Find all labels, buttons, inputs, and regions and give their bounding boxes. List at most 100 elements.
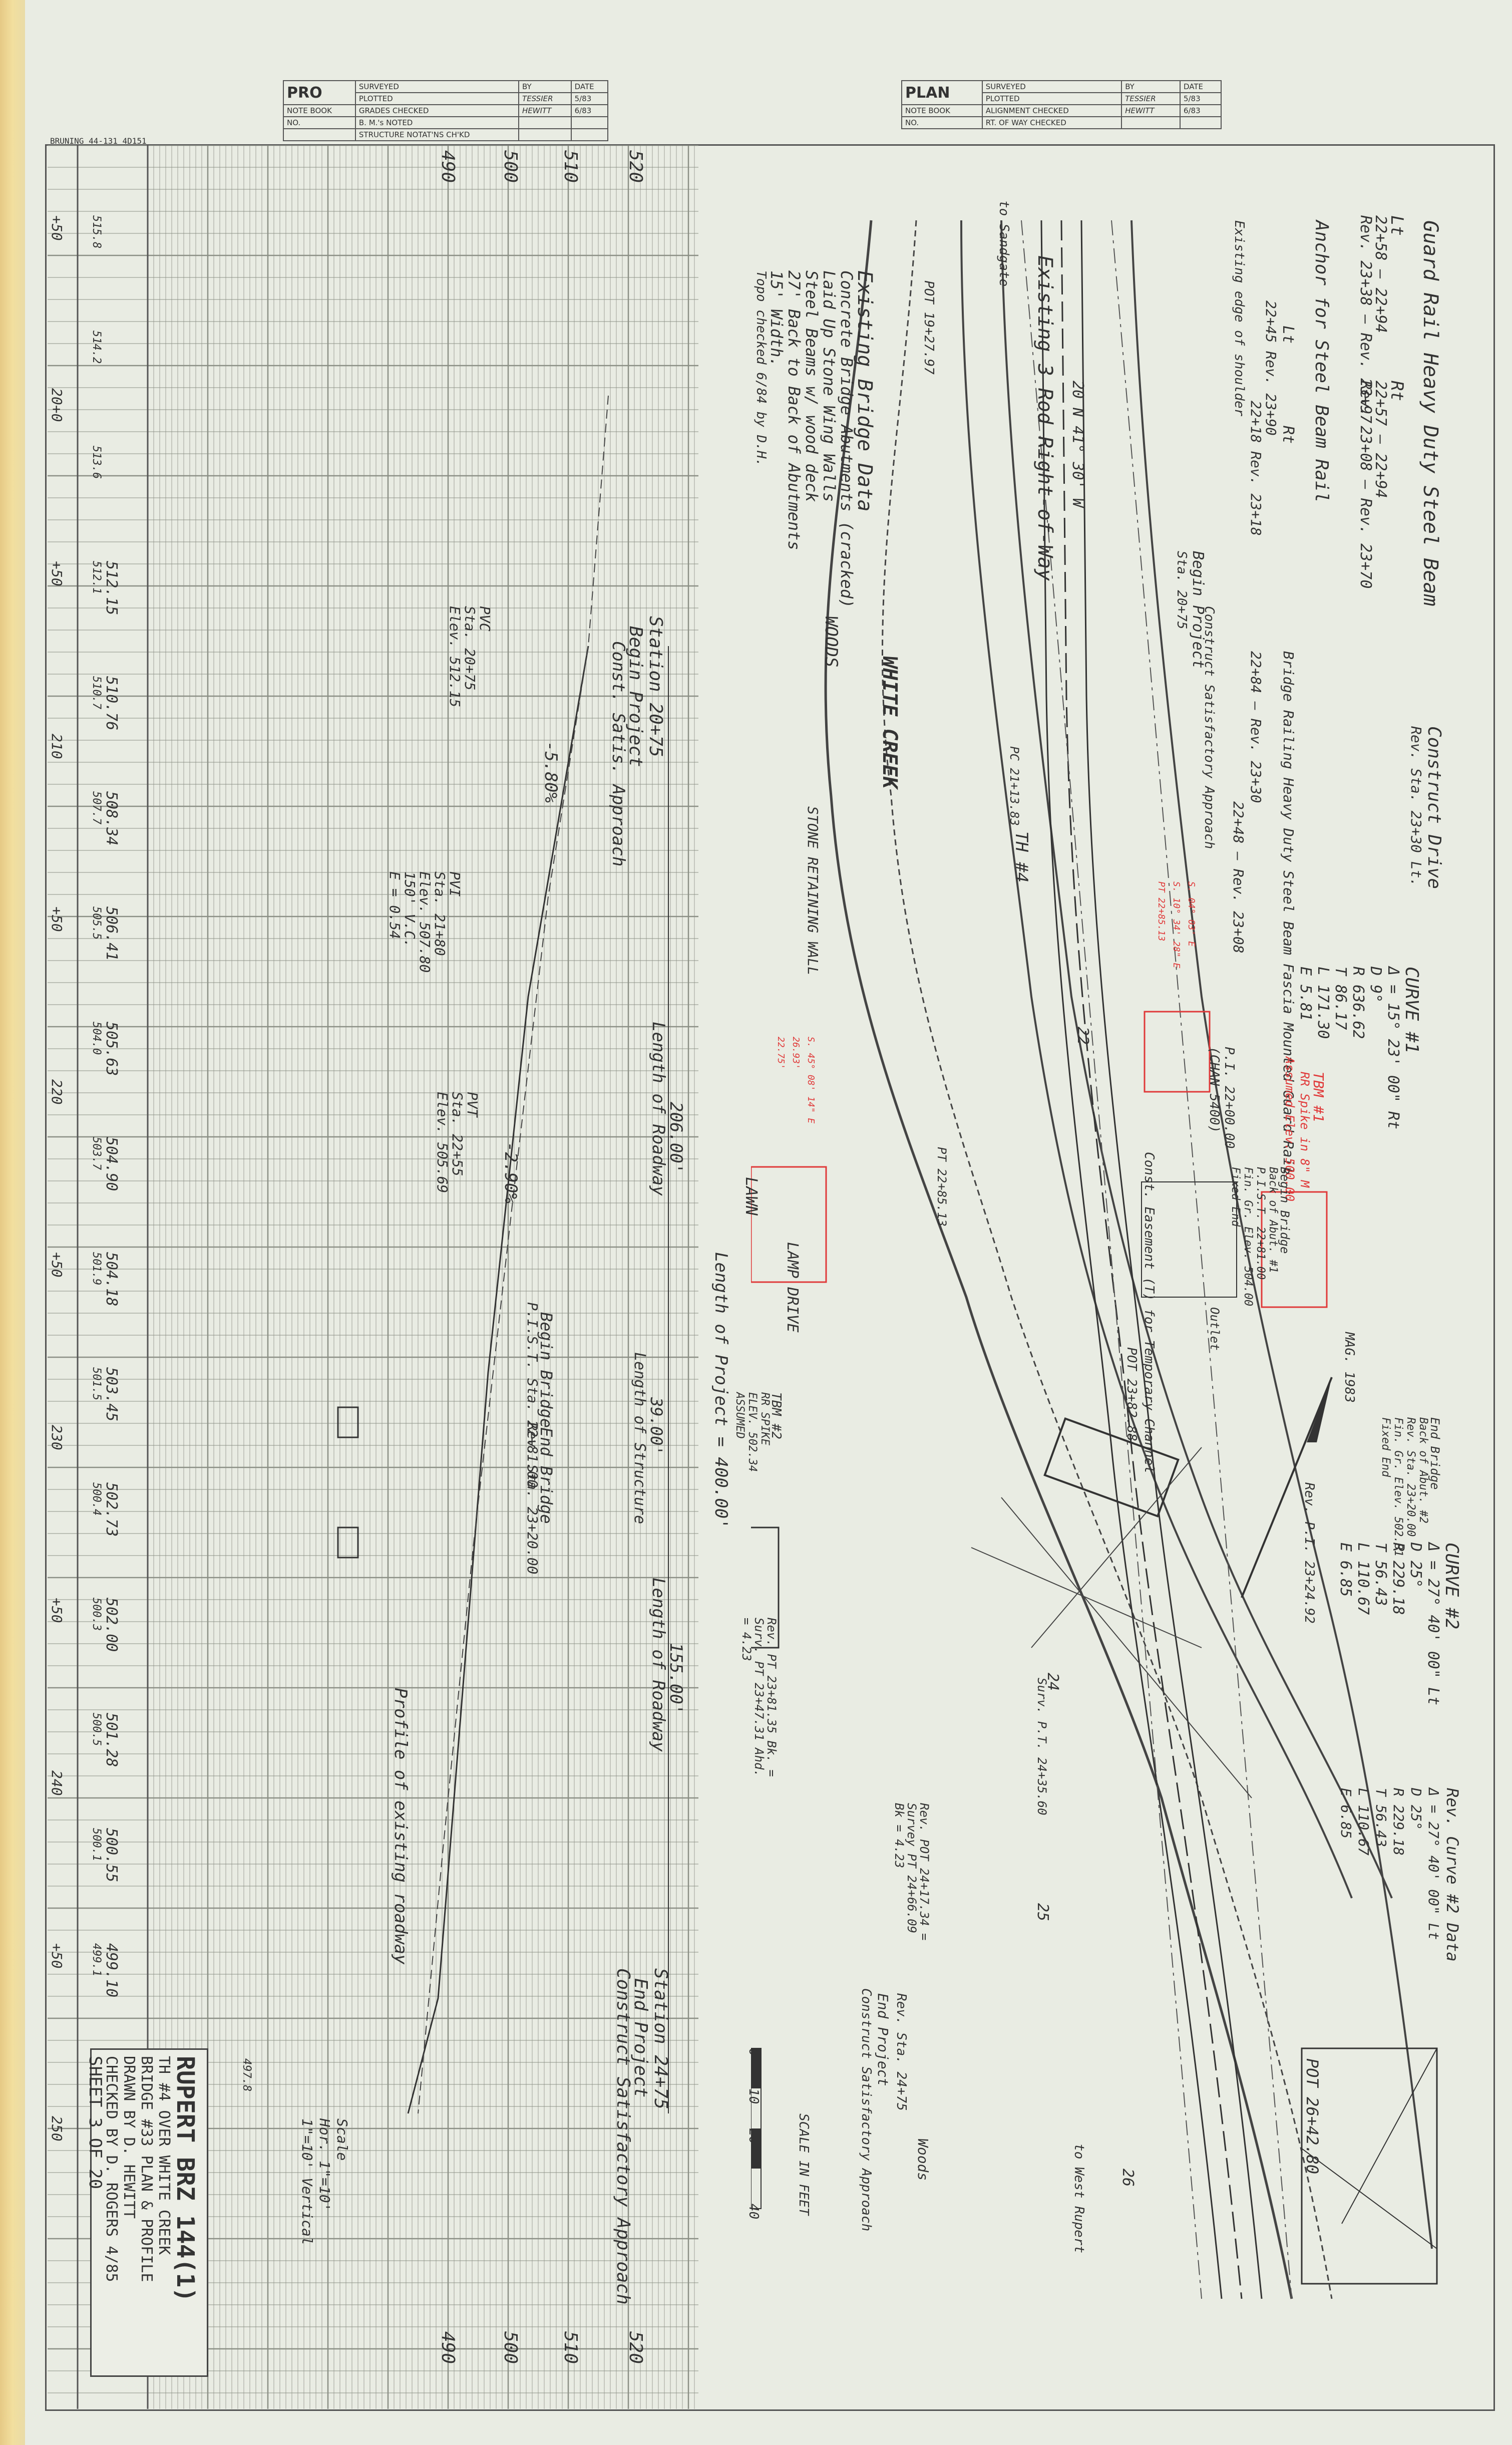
construct-drive: Construct Drive — [1424, 726, 1444, 889]
station-25: 25 — [1034, 1903, 1051, 1922]
elevation-existing: 503.7 — [90, 1137, 103, 1170]
plan-row-label: ALIGNMENT CHECKED — [981, 104, 1122, 117]
eb-sta2: Rev. Sta. 23+20.00 — [1404, 1417, 1417, 1537]
construct-satis-plan-2: Construct Satisfactory Approach — [1202, 606, 1217, 849]
pvc-a-elev: Elev. 512.15 — [447, 606, 463, 708]
pot-sta: POT 23+82.88 — [1124, 1347, 1139, 1441]
anchor-rt: Rt — [1279, 426, 1297, 444]
pvi-sta: Sta. 21+80 — [432, 871, 448, 956]
tbm1: TBM #1 — [1310, 1072, 1327, 1123]
station-22: 22 — [1074, 1027, 1091, 1045]
elevation-existing: 515.8 — [90, 215, 103, 249]
plan-row-label: PLOTTED — [981, 92, 1122, 105]
tb-line3: BRIDGE #33 PLAN & PROFILE — [138, 2056, 155, 2282]
rc2-e: E 6.85 — [1338, 1788, 1354, 1839]
elev-label-top: 520 — [625, 150, 646, 183]
scale-label: SCALE IN FEET — [796, 2113, 811, 2216]
mag: MAG. 1983 — [1342, 1332, 1357, 1403]
tbm1-box — [1261, 1191, 1328, 1308]
fixed-end-2: Fixed End — [1379, 1417, 1392, 1477]
pvi-vc: 150' V.C. — [402, 871, 418, 948]
end-bridge-plan: End Bridge — [1428, 1417, 1442, 1490]
elev-label-bottom: 510 — [560, 2331, 581, 2364]
station-label: 20+0 — [49, 388, 65, 422]
plan-drawing — [751, 220, 1438, 2299]
elevation-existing: 501.5 — [90, 1367, 103, 1401]
profile-no: NO. — [283, 116, 356, 129]
rc2-delta: Δ = 27° 40' 00" Lt — [1425, 1788, 1442, 1940]
ed3: Steel Beams w/ wood deck — [802, 270, 821, 502]
plan-surveyed-date: 5/83 — [1179, 92, 1222, 105]
plan-plotted-by: HEWITT — [1121, 104, 1181, 117]
stone-wall: STONE RETAINING WALL — [805, 806, 821, 976]
construct-satis-plan: Construct Satisfactory Approach — [859, 1988, 874, 2232]
tbm2-a: RR SPIKE — [759, 1392, 771, 1445]
existing-data: Existing Bridge Data — [853, 270, 876, 512]
bearing: 20 N 41° 30' W — [1069, 381, 1086, 507]
pi1-b: (CHAN 5400) — [1207, 1047, 1222, 1133]
fixed-end: Fixed End — [1229, 1167, 1242, 1227]
length-of-structure: Length of Structure — [631, 1352, 648, 1524]
guard-rail: Guard Rail Heavy Duty Steel Beam — [1419, 220, 1442, 606]
plan-note-book: NOTE BOOK — [901, 104, 983, 117]
const-easement: Const. Easement (T) for Temporary Channe… — [1142, 1152, 1157, 1473]
elevation-proposed: 506.41 — [103, 906, 120, 961]
curve1: CURVE #1 — [1401, 967, 1422, 1054]
tie-detail-box — [1301, 2047, 1438, 2285]
red-note-6: PT 22+85.13 — [1156, 881, 1167, 942]
surv-pt: Surv. P.T. 24+35.60 — [1035, 1678, 1049, 1815]
pvt-elev: Elev. 505.69 — [434, 1092, 451, 1193]
station-24: 24 — [1044, 1673, 1061, 1691]
end-bridge-sta: Rev. Sta. 23+20.00 — [524, 1422, 541, 1575]
elev-label-bottom: 500 — [500, 2331, 521, 2364]
elev-label-top: 490 — [438, 150, 458, 183]
title-block — [90, 2048, 208, 2377]
elev-label-bottom: 490 — [438, 2331, 458, 2364]
structure-len: 39.00' — [647, 1397, 666, 1455]
scale-tick: 20 — [746, 2128, 761, 2145]
red-note-5: 22.75' — [776, 1037, 786, 1070]
rev-pt-3: = 4.23 — [739, 1618, 753, 1661]
plan-header-table: PLAN SURVEYED BY DATE PLOTTED TESSIER 5/… — [901, 80, 1222, 129]
pot-end: POT 26+42.80 — [1303, 2058, 1322, 2175]
rc2-r: R 229.18 — [1390, 1788, 1407, 1856]
abutment-marker — [337, 1406, 359, 1438]
br-rt: 22+48 – Rev. 23+08 — [1230, 801, 1247, 954]
elevation-proposed: 504.18 — [103, 1252, 120, 1307]
elevation-existing: 501.9 — [90, 1252, 103, 1286]
bb-sta2: P.I.S.T. 22+81.00 — [1254, 1167, 1267, 1280]
elevation-proposed: 512.15 — [103, 561, 120, 616]
elevation-existing: 500.1 — [90, 1828, 103, 1862]
ed1: Concrete Bridge Abutments (cracked) — [837, 270, 856, 608]
tbm1-a: RR Spike in 8" M — [1298, 1072, 1312, 1188]
red-detail-box — [1144, 1011, 1211, 1093]
profile-grade-line — [407, 646, 589, 2114]
bottom-elev: 497.8 — [240, 2058, 253, 2092]
row-line-east — [1111, 220, 1292, 2299]
pvt-sta: Sta. 22+55 — [449, 1092, 466, 1176]
station-26: 26 — [1119, 2169, 1137, 2187]
anchor-lt: Lt — [1279, 326, 1297, 344]
tb-drawn: DRAWN BY D. HEWITT — [120, 2056, 138, 2219]
gr-rt: 22+57 – 22+94 — [1372, 381, 1389, 498]
c1-l: L 171.30 — [1314, 967, 1332, 1039]
scale-tick: 40 — [746, 2204, 761, 2220]
anchor-lt-vals: 22+45 Rev. 23+90 — [1263, 300, 1279, 436]
elevation-existing: 512.1 — [90, 561, 103, 594]
elevation-proposed: 504.90 — [103, 1137, 120, 1191]
c2-t: T 56.43 — [1372, 1543, 1389, 1606]
elevation-existing: 500.3 — [90, 1598, 103, 1631]
gr-rt-head: Rt — [1387, 381, 1407, 401]
pot: POT 19+27.97 — [921, 280, 936, 375]
profile-note-book: NOTE BOOK — [283, 104, 356, 117]
pi1: P.I. 22+00.00 — [1222, 1047, 1237, 1149]
elevation-existing: 510.7 — [90, 676, 103, 710]
plan-no: NO. — [901, 116, 983, 129]
lamp-drive: LAMP DRIVE — [784, 1242, 801, 1333]
creek: WHITE CREEK — [878, 656, 901, 789]
tb-line2: TH #4 OVER WHITE CREEK — [155, 2056, 173, 2255]
c1-t: T 86.17 — [1332, 967, 1349, 1030]
bb-sta: Back of Abut. #1 — [1267, 1167, 1279, 1273]
c2-e: E 6.85 — [1337, 1543, 1354, 1597]
roadway-1: 206.00' — [666, 1102, 686, 1174]
